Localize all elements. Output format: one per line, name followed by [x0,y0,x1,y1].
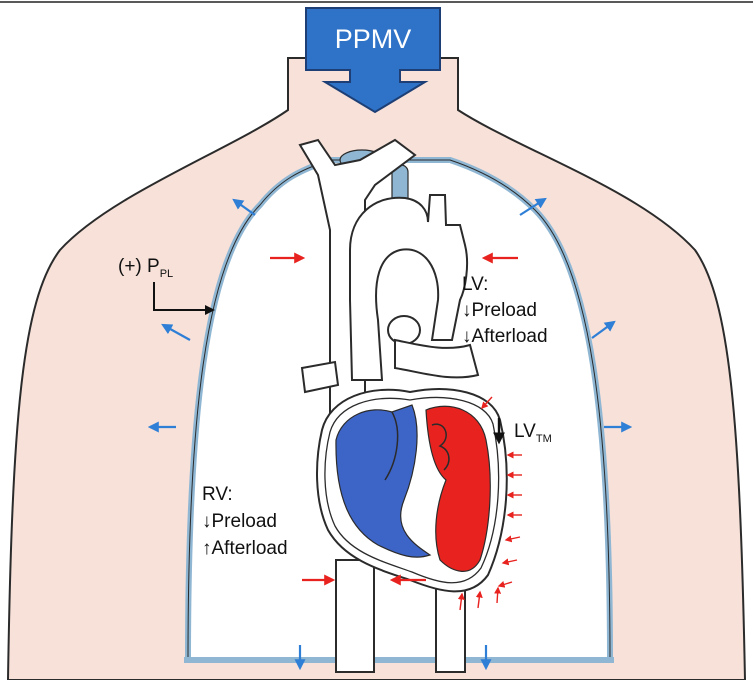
lv-preload: ↓Preload [462,300,537,321]
rv-preload: ↓Preload [202,511,277,532]
small-red-arrow-icon [497,588,498,603]
rv-afterload: ↑Afterload [202,538,288,559]
ppmv-label: PPMV [335,24,412,54]
rv-title: RV: [202,484,233,505]
lv-afterload: ↓Afterload [462,326,548,347]
pulmonary-trunk [388,316,420,344]
inferior-vena-cava [336,560,374,672]
lv-title: LV: [462,274,488,295]
